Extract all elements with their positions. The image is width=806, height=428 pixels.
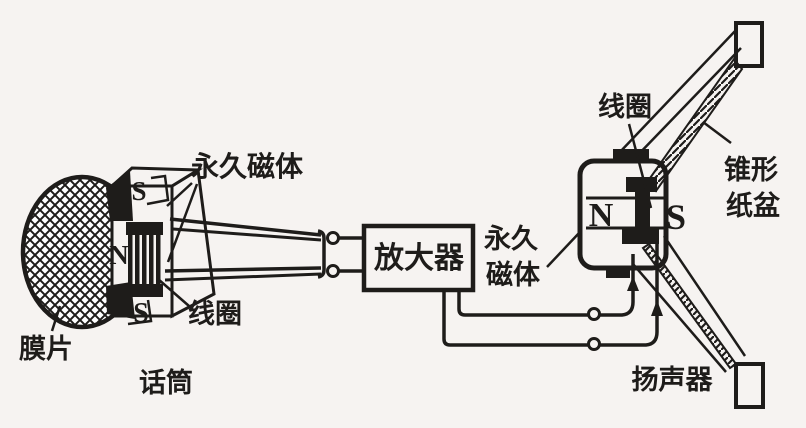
terminal [587,307,601,321]
cone-label-line2: 纸盆 [726,190,781,221]
labels: 永久磁体 线圈 膜片 话筒 永久 磁体 线圈 锥形 纸盆 扬声器 [19,92,781,398]
mic-pole-piece-bottom [127,299,153,326]
leader-mic-magnet [166,182,193,207]
wire [164,266,322,273]
basket-line [633,47,742,160]
mic-coil-top [126,222,163,235]
speaker-coil-label: 线圈 [598,92,652,122]
speaker-frame-bottom [734,362,765,409]
leader-lines [50,121,732,332]
current-arrow-up [627,276,639,291]
speaker-magnet-label-line2: 磁体 [486,260,541,290]
leader-mic-coil [157,278,190,307]
leader-speaker-coil [627,123,653,209]
speaker-frame-top [734,21,764,68]
mic-magnet-label: 永久磁体 [191,151,304,182]
amplifier-box [361,223,476,293]
wire [600,242,659,347]
wire [169,217,322,237]
amp-to-speaker-wires [442,242,663,351]
wire [457,290,588,317]
yoke-mount-top [613,149,649,161]
mic-coil-winding [142,235,147,287]
mic-coil-winding [156,235,161,287]
basket-line [618,28,738,154]
amplifier: 放大器 [361,223,476,293]
speaker-coil [622,177,659,244]
cone-label-line1: 锥形 [724,155,778,185]
speaker-coil-bottom [622,228,659,244]
current-arrow-up [651,300,663,316]
speaker-assembly: N S [577,21,765,409]
mic-coil-winding [128,235,133,287]
mic-to-amp-wires [164,217,364,282]
speaker-label: 扬声器 [632,365,714,395]
microphone-label: 话筒 [139,367,193,398]
wire [164,272,322,282]
mic-pole-top-label: S [131,176,146,206]
terminal [587,337,601,351]
leader-mic-magnet-2 [166,183,199,263]
speaker-pole-right-label: S [666,197,686,237]
terminal [326,264,340,278]
speaker-magnet-label-line1: 永久 [483,224,538,254]
leader-speaker-magnet [546,231,581,268]
mic-pole-piece-top [146,174,170,206]
terminal [326,231,340,245]
mic-coil-winding [135,235,140,287]
yoke-mount-bottom [606,267,630,278]
mic-coil-bottom [128,284,163,297]
mic-pole-mid-label: N [109,240,129,270]
basket-line [662,235,747,357]
diaphragm-label: 膜片 [19,334,73,364]
basket-line [632,263,727,373]
mic-coil-label: 线圈 [188,299,242,329]
microphone-assembly: S N S [20,166,216,330]
speaker-coil-top [626,177,657,192]
wire-junction-bracket [317,229,326,279]
mic-coil [126,222,163,297]
speaker-cone-lower [641,242,738,370]
leader-cone [702,121,732,144]
speaker-coil-waist [635,192,650,229]
leader-diaphragm [50,305,62,332]
mic-clamp-top [106,171,133,221]
amplifier-label: 放大器 [373,242,465,275]
wire [600,254,635,317]
wire [172,227,322,242]
wire [442,290,588,347]
mic-pole-bottom-label: S [133,298,149,329]
mic-coil-winding [149,235,154,287]
speaker-pole-left-label: N [589,197,614,234]
mic-clamp-bottom [106,282,135,319]
